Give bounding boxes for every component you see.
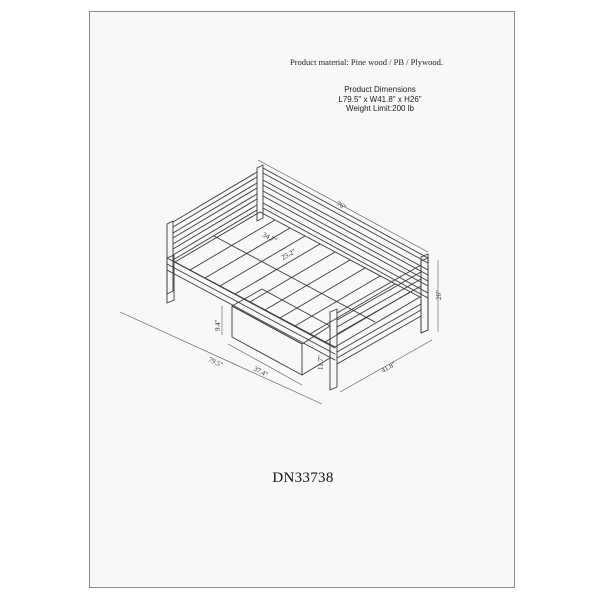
dim-line-width	[339, 339, 433, 393]
dim-height: 26"	[435, 290, 443, 300]
dim-line-drawer-length	[227, 343, 303, 386]
footboard	[329, 257, 429, 391]
back-rail	[172, 171, 258, 261]
dim-drawer-length: 37.4"	[252, 365, 269, 379]
dim-inner-a: 34.7"	[261, 231, 278, 245]
storage-drawer	[231, 288, 331, 376]
product-material: Product material: Pine wood / PB / Plywo…	[290, 57, 443, 67]
bed-slats	[174, 211, 421, 348]
dim-length-top: 76"	[335, 200, 348, 212]
dim-width: 41.8"	[380, 360, 397, 375]
front-frame	[166, 254, 429, 361]
model-number: DN33738	[272, 470, 334, 486]
dim-leg: 11.7"	[317, 355, 325, 370]
dim-length: 79.5"	[207, 356, 224, 370]
spec-weight: Weight Limit:200 lb	[346, 104, 414, 113]
dim-drawer-height: 9.4"	[214, 319, 222, 331]
spec-heading: Product Dimensions	[344, 85, 416, 94]
dim-line-length	[119, 311, 323, 405]
spec-sheet: Product material: Pine wood / PB / Plywo…	[89, 11, 515, 588]
dim-line-length-top	[257, 159, 429, 253]
product-spec-block: Product Dimensions L79.5" x W41.8" x H26…	[325, 85, 435, 114]
spec-dimensions: L79.5" x W41.8" x H26"	[338, 94, 422, 104]
